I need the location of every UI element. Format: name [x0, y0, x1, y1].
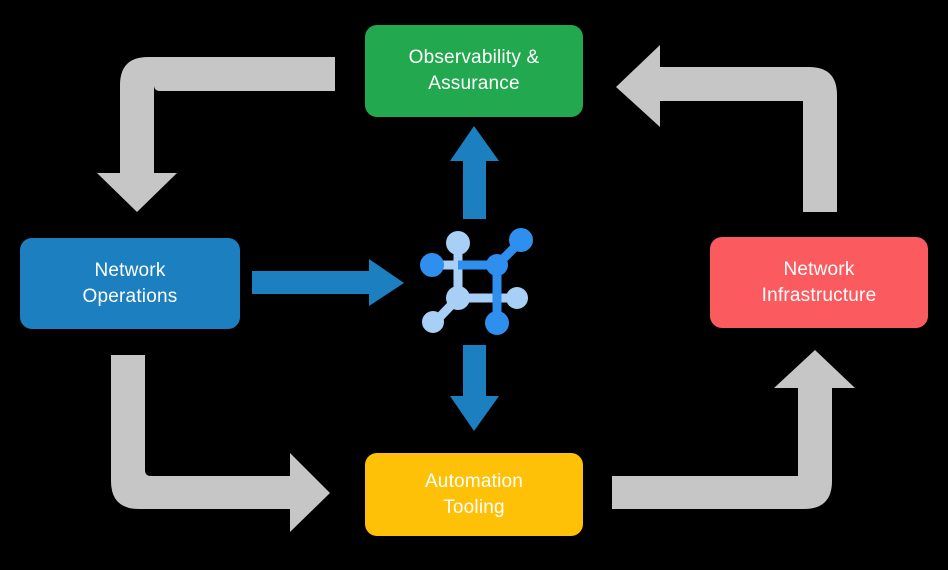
connector-network-infrastructure-to-observability: [616, 45, 837, 212]
connector-network-operations-to-center: [252, 259, 404, 306]
node-label-observability: Observability & Assurance: [408, 47, 540, 94]
node-box-automation-tooling[interactable]: Automation Tooling: [365, 453, 583, 536]
node-box-observability[interactable]: Observability & Assurance: [365, 25, 583, 117]
node-box-network-operations[interactable]: Network Operations: [20, 238, 240, 329]
connector-center-to-observability: [450, 126, 499, 219]
connector-network-operations-to-automation-tooling: [111, 355, 330, 532]
node-label-automation-tooling: Automation Tooling: [424, 470, 524, 518]
connector-center-to-automation-tooling: [450, 345, 499, 431]
node-box-network-infrastructure[interactable]: Network Infrastructure: [710, 237, 928, 328]
connector-observability-to-network-operations: [97, 57, 335, 212]
node-label-network-operations: Network Operations: [82, 259, 178, 307]
node-label-network-infrastructure: Network Infrastructure: [761, 258, 877, 306]
connector-automation-tooling-to-network-infrastructure: [612, 350, 855, 509]
network-topology-icon: [420, 228, 533, 335]
